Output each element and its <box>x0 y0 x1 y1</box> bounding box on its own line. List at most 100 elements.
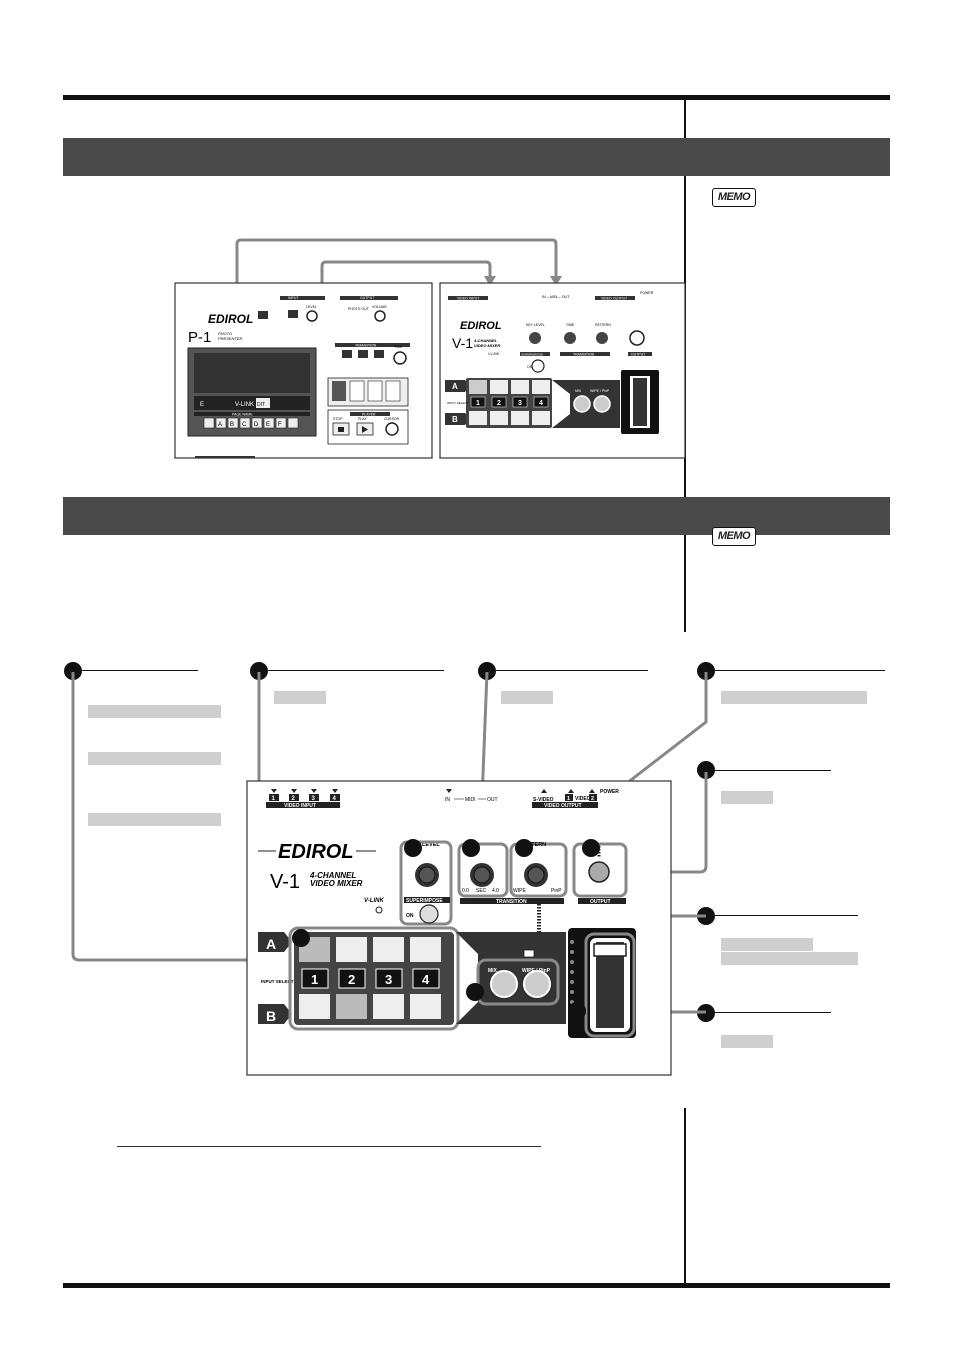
svg-text:1: 1 <box>476 400 480 407</box>
svg-text:PinP: PinP <box>551 888 562 894</box>
svg-text:2: 2 <box>348 972 355 987</box>
svg-text:1: 1 <box>311 972 318 987</box>
svg-text:TRANSITION: TRANSITION <box>355 344 377 348</box>
p1-brand: EDIROL <box>208 312 253 326</box>
input-b-button <box>373 994 404 1019</box>
svg-text:3: 3 <box>312 796 316 802</box>
bottom-rule <box>63 1283 890 1288</box>
placeholder-bar <box>721 952 858 965</box>
svg-text:A: A <box>218 422 222 428</box>
svg-text:4: 4 <box>422 972 430 987</box>
callout-marker <box>582 839 600 857</box>
svg-text:2: 2 <box>292 796 296 802</box>
svg-text:INPUT SELECT: INPUT SELECT <box>261 979 294 984</box>
svg-text:VIDEO MIXER: VIDEO MIXER <box>474 343 500 348</box>
callout-rule <box>715 770 831 771</box>
svg-text:ON: ON <box>527 365 533 369</box>
top-rule <box>63 95 890 100</box>
svg-text:TIME: TIME <box>566 323 575 327</box>
section-header-band-1 <box>63 138 890 176</box>
svg-text:OUT: OUT <box>487 797 498 803</box>
svg-text:PATTERN: PATTERN <box>595 323 611 327</box>
svg-text:VOLUME: VOLUME <box>372 305 387 309</box>
placeholder-bar <box>721 791 773 804</box>
input-b-button <box>336 994 367 1019</box>
placeholder-bar <box>721 938 813 951</box>
svg-text:D: D <box>254 422 259 428</box>
svg-text:PLAY: PLAY <box>358 417 367 421</box>
svg-text:B: B <box>230 422 234 428</box>
page-keys: A B C D E F <box>203 417 299 429</box>
cable-path <box>235 238 558 283</box>
svg-text:E: E <box>200 402 204 408</box>
footnote-rule <box>117 1146 541 1147</box>
svg-text:VIDEO INPUT: VIDEO INPUT <box>284 803 316 809</box>
svg-text:OUTPUT: OUTPUT <box>631 353 646 357</box>
input-b-button <box>410 994 441 1019</box>
svg-text:V-LINK: V-LINK <box>364 898 384 904</box>
callout-marker <box>478 662 496 680</box>
svg-text:4-CHANNEL: 4-CHANNEL <box>309 871 356 880</box>
placeholder-bar <box>88 705 221 718</box>
svg-text:3: 3 <box>385 972 392 987</box>
svg-text:POWER: POWER <box>600 789 619 795</box>
input-a-button <box>373 937 404 962</box>
svg-text:TRANSITION: TRANSITION <box>496 899 527 905</box>
svg-text:2: 2 <box>591 796 594 802</box>
svg-text:VIDEO MIXER: VIDEO MIXER <box>310 879 363 888</box>
callout-rule <box>715 670 885 671</box>
row-a-label: A <box>266 936 276 952</box>
svg-text:STOP: STOP <box>333 417 343 421</box>
svg-text:KEY LEVEL: KEY LEVEL <box>526 323 545 327</box>
callout-marker <box>697 761 715 779</box>
svg-text:4: 4 <box>333 796 337 802</box>
svg-text:1: 1 <box>272 796 276 802</box>
svg-text:V-1: V-1 <box>452 335 473 351</box>
svg-text:OUTPUT: OUTPUT <box>360 296 375 300</box>
callout-marker <box>404 839 422 857</box>
svg-text:LEVEL: LEVEL <box>306 305 317 309</box>
p1-model: P-1 <box>188 329 211 346</box>
svg-text:TIME: TIME <box>394 345 403 349</box>
memo-icon: MEMO <box>712 188 756 207</box>
callout-rule <box>82 670 198 671</box>
callout-rule <box>496 670 648 671</box>
svg-text:IN —MIDI— OUT: IN —MIDI— OUT <box>542 295 570 299</box>
callout-rule <box>715 1012 831 1013</box>
svg-text:PLAYER: PLAYER <box>362 413 376 417</box>
callout-marker <box>568 1002 586 1020</box>
memo-icon: MEMO <box>712 527 756 546</box>
callout-marker <box>64 662 82 680</box>
sidebar-divider-bottom <box>684 1108 686 1286</box>
arrow-icon <box>550 276 562 286</box>
placeholder-bar <box>501 691 553 704</box>
callout-rule <box>268 670 444 671</box>
svg-text:V-LINK: V-LINK <box>488 352 500 356</box>
svg-text:PATTERN: PATTERN <box>521 842 546 848</box>
callout-marker <box>250 662 268 680</box>
svg-text:S-VIDEO: S-VIDEO <box>533 797 554 803</box>
svg-text:IN: IN <box>445 797 450 803</box>
svg-text:SUPERIMPOSE: SUPERIMPOSE <box>406 898 443 904</box>
svg-text:MIX: MIX <box>488 968 498 974</box>
callout-marker <box>697 662 715 680</box>
cable-path <box>320 260 492 283</box>
svg-text:INPUT: INPUT <box>288 296 299 300</box>
placeholder-bar <box>274 691 326 704</box>
callout-marker <box>466 983 484 1001</box>
arrow-icon <box>484 276 496 286</box>
svg-text:4: 4 <box>539 400 543 407</box>
svg-text:INPUT SELECT: INPUT SELECT <box>447 401 469 405</box>
svg-text:PAGE NAME: PAGE NAME <box>232 413 253 417</box>
svg-text:CURSOR: CURSOR <box>384 417 400 421</box>
input-b-button <box>299 994 330 1019</box>
svg-text:MIDI: MIDI <box>465 797 476 803</box>
svg-text:VIDEO OUTPUT: VIDEO OUTPUT <box>544 803 582 809</box>
svg-text:0.0: 0.0 <box>462 888 469 894</box>
callout-marker <box>462 839 480 857</box>
callout-rule <box>715 915 858 916</box>
svg-text:TRANSITION: TRANSITION <box>573 353 595 357</box>
svg-text:B: B <box>452 415 458 424</box>
svg-text:PHOTO: PHOTO <box>218 331 232 336</box>
video-input-jacks: 1 2 3 4 VIDEO INPUT <box>266 789 340 809</box>
